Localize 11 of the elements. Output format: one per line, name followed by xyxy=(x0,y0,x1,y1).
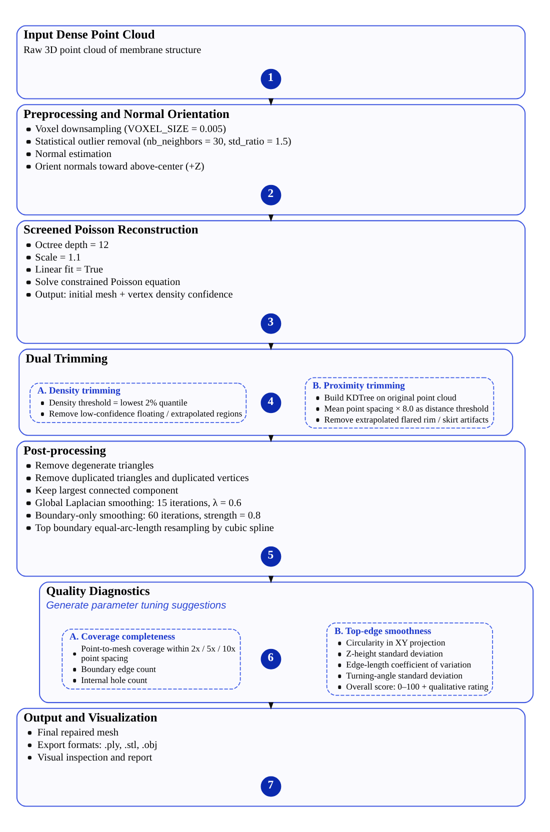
node-box: B. Top-edge smoothness Circularity in XY projection Z-height standard deviation Edge-length coefficient of variation Turning-angle standard deviation Overall score: 0–100 + qualitative rating xyxy=(326,622,493,696)
node-box: A. Coverage completeness Point-to-mesh coverage within 2x / 5x / 10x point spacing Boundary edge count Internal hole count xyxy=(62,628,241,690)
node-box: B. Proximity trimming Build KDTree on original point cloud Mean point spacing × 8.0 as distance threshold Remove extrapolated flared rim / skirt artifacts xyxy=(304,377,494,428)
node-circle: 2 xyxy=(260,184,282,206)
node-box: A. Density trimming Density threshold = lowest 2% quantile Remove low-confidence floating / extrapolated regions xyxy=(30,382,247,423)
node-circle: 7 xyxy=(260,776,282,797)
node-circle: 5 xyxy=(260,546,282,567)
node-circle: 1 xyxy=(260,68,282,90)
node-circle: 4 xyxy=(260,392,282,414)
node-circle: 6 xyxy=(260,648,282,670)
node-circle: 3 xyxy=(260,313,282,334)
